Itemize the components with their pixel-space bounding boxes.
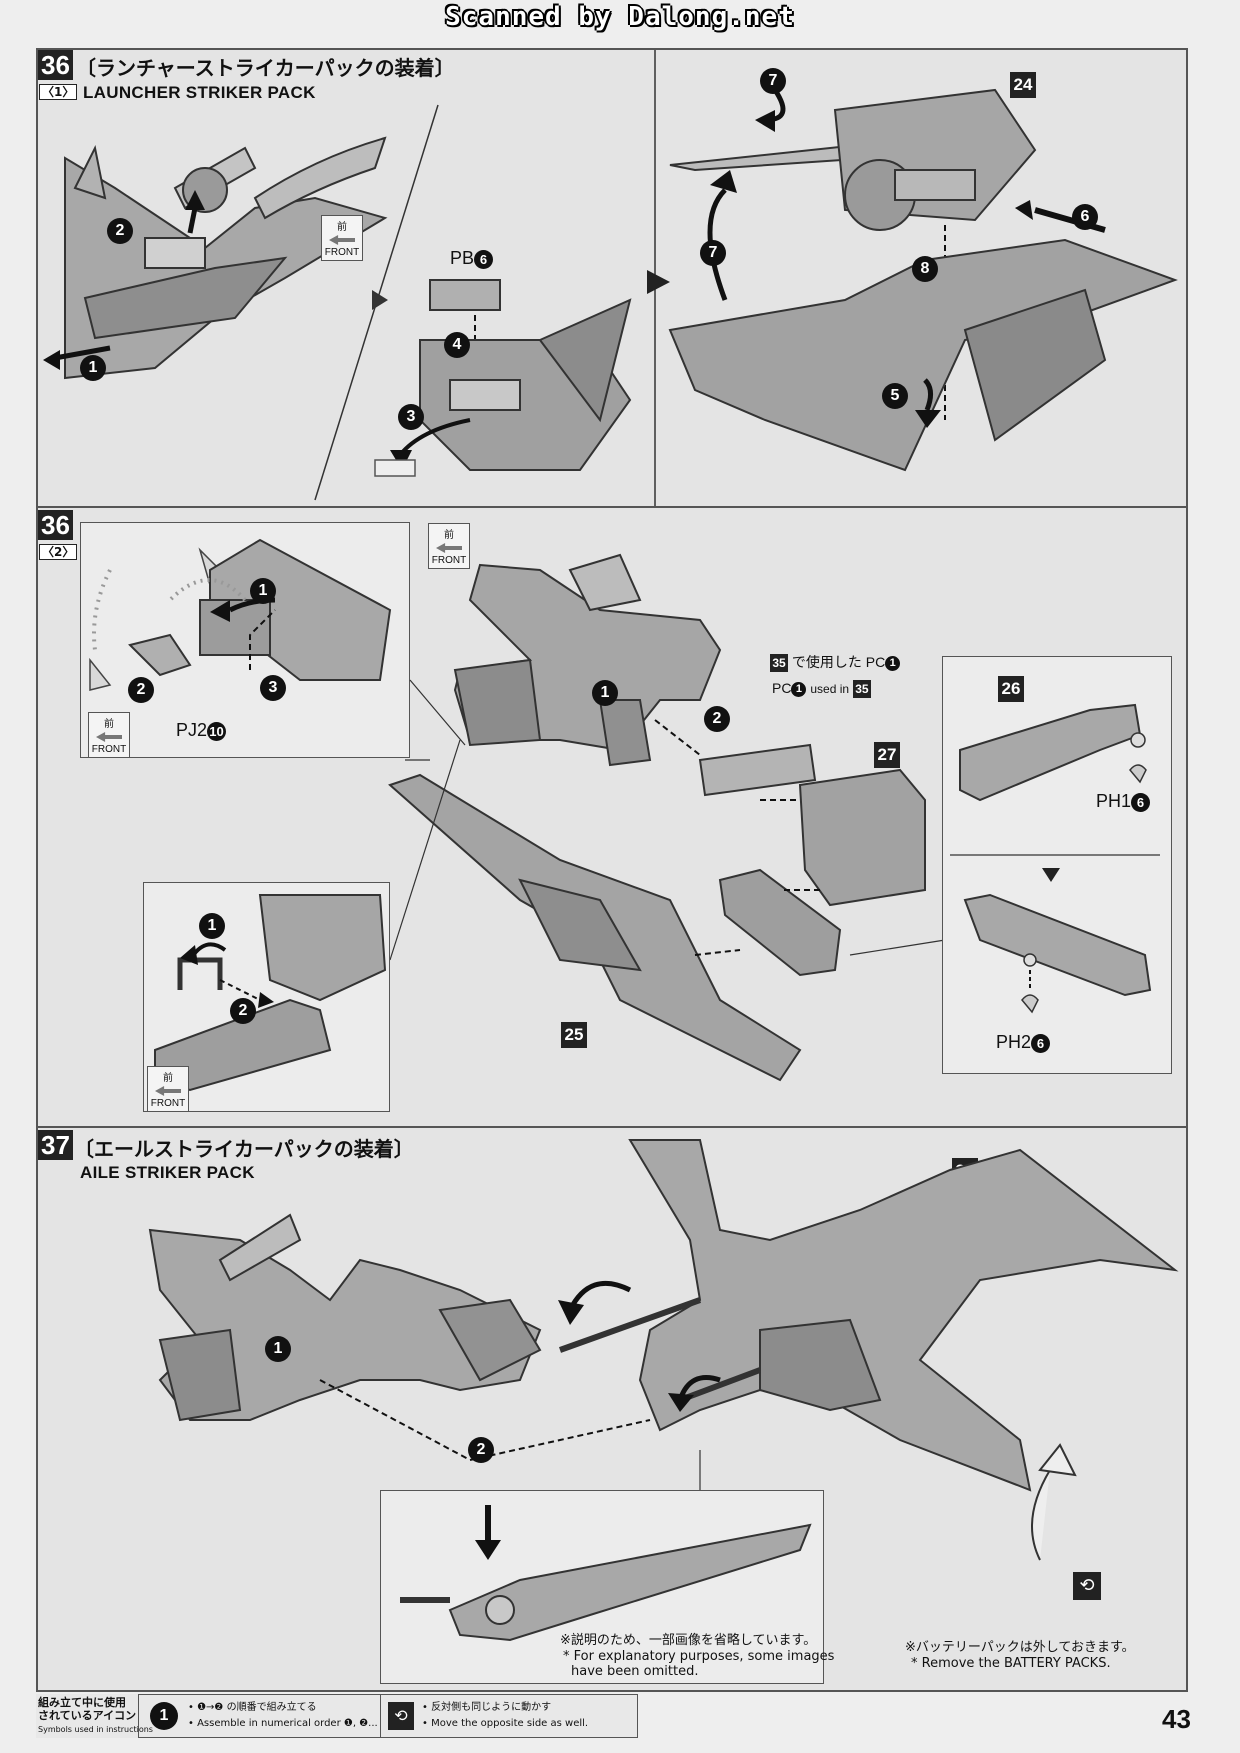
page-number: 43 [1162, 1704, 1191, 1734]
callout-1: 1 [592, 680, 618, 706]
callout-7-top: 7 [760, 68, 786, 94]
note-omitted-jp: ※説明のため、一部画像を省略しています。 [560, 1633, 817, 1648]
callout-5: 5 [882, 383, 908, 409]
pc-label-text: で使用した PC [791, 654, 886, 670]
part-code: PH1 [1096, 791, 1132, 811]
front-label-jp: 前 [104, 719, 114, 730]
step-ref-35: 35 [852, 680, 871, 698]
step-number: 36 [38, 50, 73, 80]
front-label-en: FRONT [431, 555, 467, 566]
note-battery-en: * Remove the BATTERY PACKS. [911, 1656, 1111, 1671]
front-indicator: 前 FRONT [147, 1066, 189, 1112]
opposite-side-icon: ⟲ [1073, 1572, 1101, 1600]
note-omitted-en-2: have been omitted. [571, 1664, 699, 1679]
callout-3: 3 [398, 404, 424, 430]
front-indicator: 前 FRONT [321, 215, 363, 261]
front-label-en: FRONT [324, 247, 360, 258]
legend-title-jp-2: されているアイコン [38, 1709, 137, 1722]
callout-2: 2 [128, 677, 154, 703]
part-number-25: 25 [561, 1022, 587, 1048]
illustration-ph-parts [950, 703, 1160, 1014]
illustration-pj2-install [89, 538, 392, 691]
illustration-pb-install [374, 279, 632, 477]
pc-number: 1 [885, 655, 901, 671]
callout-2: 2 [468, 1437, 494, 1463]
callout-2: 2 [107, 218, 133, 244]
callout-1: 1 [199, 913, 225, 939]
callout-2: 2 [230, 998, 256, 1024]
part-number-33: 33 [952, 1158, 978, 1184]
step-title-en: AILE STRIKER PACK [80, 1163, 255, 1182]
callout-2: 2 [704, 706, 730, 732]
note-omitted-en-1: * For explanatory purposes, some images [563, 1649, 835, 1664]
part-runner-number: 10 [207, 721, 227, 741]
legend-title-jp-1: 組み立て中に使用 [38, 1696, 126, 1709]
front-indicator: 前 FRONT [428, 523, 470, 569]
step-ref-35: 35 [770, 654, 788, 672]
front-label-jp: 前 [337, 222, 347, 233]
front-arrow-icon [329, 235, 355, 245]
callout-8: 8 [912, 256, 938, 282]
callout-1: 1 [80, 355, 106, 381]
front-label-en: FRONT [150, 1098, 186, 1109]
note-battery-jp: ※バッテリーパックは外しておきます。 [905, 1640, 1135, 1655]
front-arrow-icon [96, 732, 122, 742]
scan-watermark: Scanned by Dalong.net [445, 2, 795, 32]
step-title-jp: 〔ランチャーストライカーパックの装着〕 [76, 56, 455, 80]
legend-title-box [36, 1694, 139, 1738]
pc-number: 1 [791, 681, 807, 697]
illustration-handle-fold [154, 894, 387, 1092]
part-code: PJ2 [176, 720, 208, 740]
part-number-24: 24 [1010, 72, 1036, 98]
part-runner-number: 6 [1131, 792, 1151, 812]
illustration-fighter-a [43, 136, 388, 380]
illustration-launcher-attach [668, 88, 1178, 472]
front-label-en: FRONT [91, 744, 127, 755]
illustration-wing-detail [400, 1505, 812, 1642]
front-label-jp: 前 [163, 1073, 173, 1084]
front-arrow-icon [436, 543, 462, 553]
legend-order-jp: • ❶→❷ の順番で組み立てる [188, 1702, 317, 1713]
part-code: PH2 [996, 1032, 1032, 1052]
step-number: 36 [38, 510, 73, 540]
substep-label: 〈1〉 [39, 84, 78, 100]
pc-used-in: used in [810, 682, 850, 696]
front-label-jp: 前 [444, 530, 454, 541]
part-number-27: 27 [874, 742, 900, 768]
step-number: 37 [38, 1130, 73, 1160]
part-code: PB [450, 248, 475, 268]
opposite-side-icon: ⟲ [388, 1702, 414, 1730]
legend-opposite-en: • Move the opposite side as well. [422, 1718, 589, 1729]
front-arrow-icon [155, 1086, 181, 1096]
callout-1: 1 [250, 578, 276, 604]
legend-order-en: • Assemble in numerical order ❶, ❷... [188, 1718, 378, 1729]
legend-opposite-jp: • 反対側も同じように動かす [422, 1702, 552, 1713]
callout-3: 3 [260, 675, 286, 701]
substep-label: 〈2〉 [39, 544, 78, 560]
part-number-26: 26 [998, 676, 1024, 702]
step-title-jp: 〔エールストライカーパックの装着〕 [74, 1137, 414, 1161]
callout-1: 1 [265, 1336, 291, 1362]
legend-title-en: Symbols used in instructions [38, 1725, 153, 1734]
legend-divider [380, 1694, 381, 1738]
front-indicator: 前 FRONT [88, 712, 130, 758]
order-icon: 1 [150, 1702, 178, 1730]
callout-6: 6 [1072, 204, 1098, 230]
part-runner-number: 6 [1031, 1033, 1051, 1053]
pc-label-code: PC [772, 680, 792, 696]
step-title-en: LAUNCHER STRIKER PACK [83, 83, 316, 102]
callout-7-left: 7 [700, 240, 726, 266]
callout-4: 4 [444, 332, 470, 358]
part-runner-number: 6 [474, 249, 494, 269]
